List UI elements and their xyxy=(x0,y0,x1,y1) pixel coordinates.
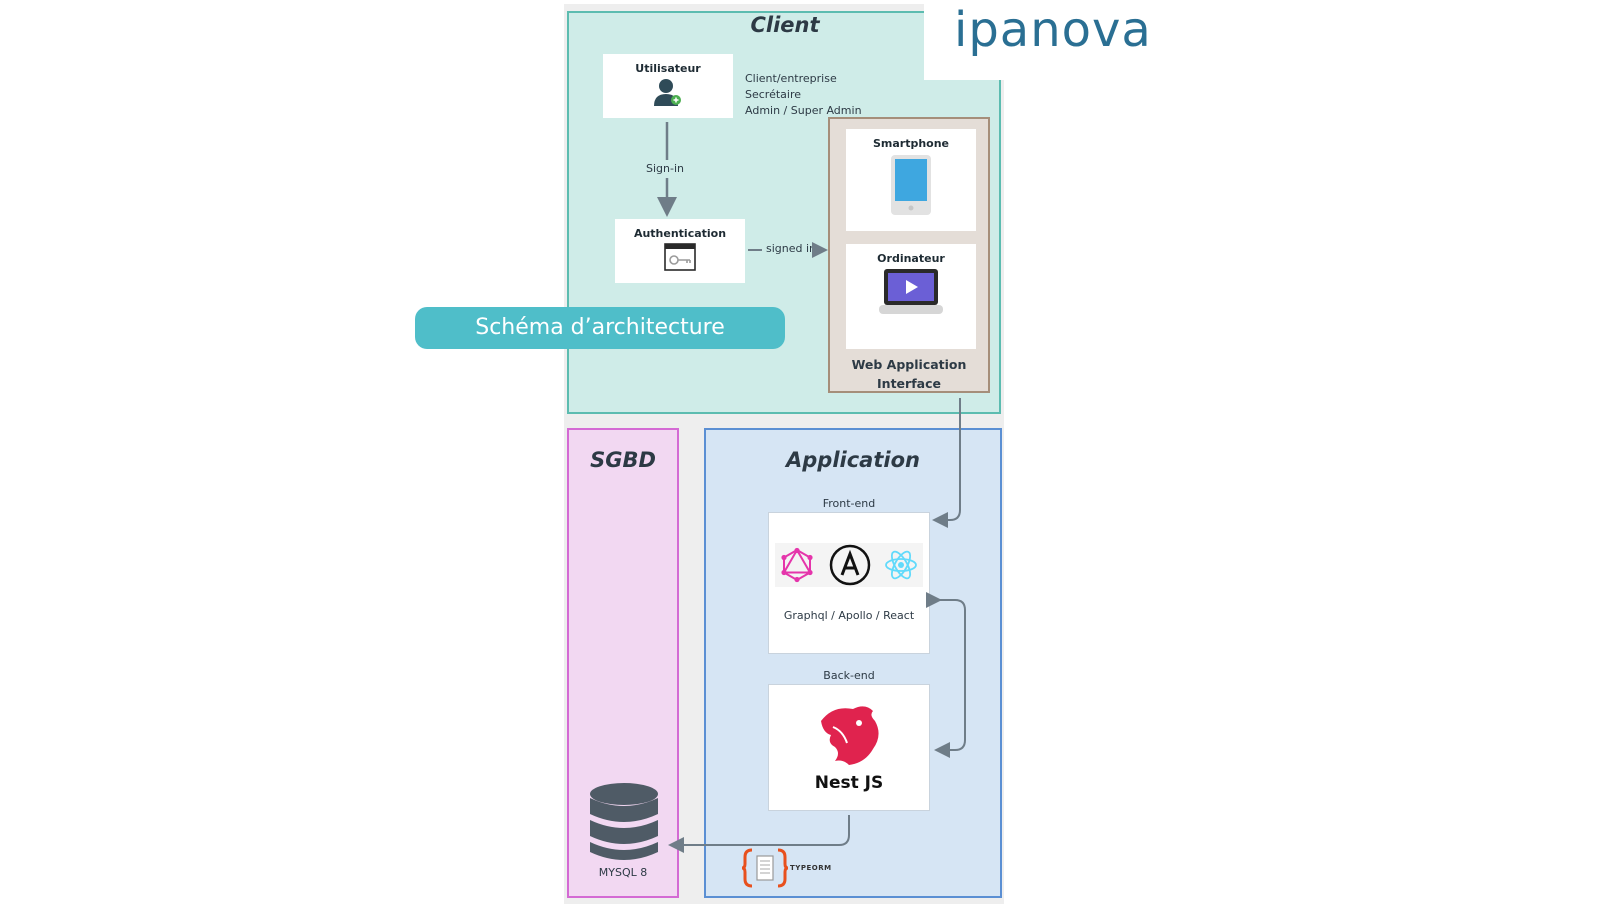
nestjs-label: Nest JS xyxy=(814,773,884,793)
typeorm-label: TYPEORM xyxy=(790,864,832,872)
smartphone-card: Smartphone xyxy=(846,129,976,231)
nestjs-icon xyxy=(821,706,879,765)
frontend-card: Graphql / Apollo / React xyxy=(768,512,930,654)
ipanova-logo: ipanova xyxy=(924,0,1224,80)
frontend-logos xyxy=(775,543,923,587)
smartphone-icon xyxy=(891,155,931,215)
sgbd-title: SGBD xyxy=(590,448,656,472)
apollo-icon xyxy=(829,544,871,586)
backend-label: Back-end xyxy=(823,669,875,682)
authentication-card: Authentication xyxy=(615,219,745,283)
database-icon xyxy=(590,783,658,860)
web-app-label-line1: Web Application xyxy=(851,357,967,372)
graphql-icon xyxy=(781,547,813,583)
signin-label: Sign-in xyxy=(644,162,686,175)
computer-icon xyxy=(879,269,943,314)
ipanova-logo-text: ipanova xyxy=(954,2,1152,58)
role-admin: Admin / Super Admin xyxy=(745,104,862,117)
smartphone-title: Smartphone xyxy=(872,137,950,150)
frontend-label: Front-end xyxy=(822,497,876,510)
frontend-backend-arrow xyxy=(926,592,966,758)
application-title: Application xyxy=(786,448,920,472)
web-app-label-line2: Interface xyxy=(877,376,941,391)
user-card: Utilisateur xyxy=(603,54,733,118)
web-app-label: Web Application Interface xyxy=(830,355,988,393)
frontend-stack-label: Graphql / Apollo / React xyxy=(783,609,915,622)
backend-card: Nest JS xyxy=(768,684,930,811)
signedin-label: signed in xyxy=(764,242,819,255)
key-window-icon xyxy=(664,243,696,271)
webapp-to-frontend-arrow xyxy=(932,398,961,528)
user-roles: Client/entreprise Secrétaire Admin / Sup… xyxy=(745,71,862,119)
user-card-title: Utilisateur xyxy=(635,62,701,75)
authentication-card-title: Authentication xyxy=(633,227,727,240)
computer-title: Ordinateur xyxy=(877,252,945,265)
role-secretary: Secrétaire xyxy=(745,88,802,101)
database-label: MYSQL 8 xyxy=(598,866,648,879)
schema-badge: Schéma d’architecture xyxy=(415,307,785,349)
react-icon xyxy=(885,550,917,580)
client-title: Client xyxy=(750,13,820,37)
computer-card: Ordinateur xyxy=(846,244,976,349)
application-section xyxy=(704,428,1002,898)
typeorm-icon xyxy=(742,848,788,888)
backend-to-db-arrow xyxy=(668,815,850,853)
user-icon xyxy=(654,79,681,106)
role-client: Client/entreprise xyxy=(745,72,837,85)
